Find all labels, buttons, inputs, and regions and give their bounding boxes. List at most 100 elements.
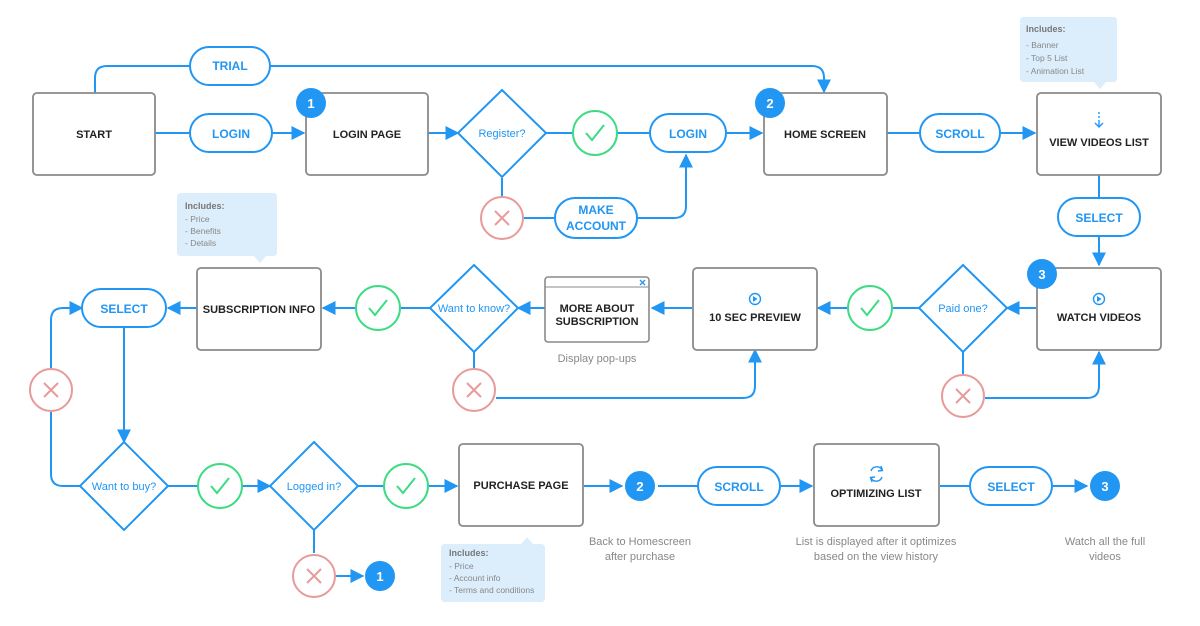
popup-label-line2: SUBSCRIPTION [555, 316, 638, 328]
caption-watch-full-line1: Watch all the full [1065, 536, 1145, 548]
note-item: - Animation List [1026, 66, 1085, 76]
connector-cross-watch [985, 350, 1106, 399]
note-home-includes: Includes: - Banner - Top 5 List - Animat… [1020, 17, 1117, 89]
pill-select-video[interactable]: SELECT [1057, 197, 1141, 237]
note-item: - Banner [1026, 40, 1059, 50]
pill-trial[interactable]: TRIAL [189, 46, 271, 86]
caption-watch-full-line2: videos [1089, 551, 1121, 563]
pill-label: SELECT [987, 480, 1035, 494]
decision-register[interactable]: Register? [456, 88, 548, 179]
box-purchase-page[interactable]: PURCHASE PAGE [458, 443, 584, 527]
step-badge-home-screen: 2 [755, 88, 785, 118]
pill-scroll-purchase[interactable]: SCROLL [697, 466, 781, 506]
step-badge-login-page: 1 [296, 88, 326, 118]
check-icon [383, 463, 429, 509]
play-icon [1092, 292, 1106, 306]
caption-list-display-line1: List is displayed after it optimizes [796, 536, 957, 548]
note-item: - Terms and conditions [449, 585, 534, 595]
box-start[interactable]: START [32, 92, 156, 176]
check-icon [197, 463, 243, 509]
box-label: PURCHASE PAGE [473, 480, 568, 492]
pill-label: SELECT [1075, 211, 1123, 225]
box-label: LOGIN PAGE [333, 129, 401, 141]
box-10-sec-preview[interactable]: 10 SEC PREVIEW [692, 267, 818, 351]
cross-icon [452, 368, 496, 412]
badge-number: 3 [1038, 267, 1045, 282]
step-badge-to-login[interactable]: 1 [365, 561, 395, 591]
pill-label: LOGIN [212, 127, 250, 141]
box-label: WATCH VIDEOS [1057, 312, 1141, 324]
note-item: - Details [185, 238, 216, 248]
connector-start-trial [94, 65, 190, 93]
pill-login[interactable]: LOGIN [189, 113, 273, 153]
connector-cross-preview [496, 348, 762, 399]
check-icon [572, 110, 618, 156]
step-badge-watch-videos: 3 [1027, 259, 1057, 289]
caption-back-home-line2: after purchase [605, 551, 675, 563]
note-item: - Benefits [185, 226, 221, 236]
pill-select-subscription[interactable]: SELECT [81, 288, 167, 328]
connector-wantbuy-cross [50, 412, 80, 487]
note-title: Includes: [185, 201, 225, 211]
box-label: HOME SCREEN [784, 129, 866, 141]
popup-more-about-subscription[interactable]: MORE ABOUT SUBSCRIPTION [544, 276, 650, 343]
connectors [50, 65, 1106, 583]
box-label: SUBSCRIPTION INFO [203, 304, 316, 316]
box-home-screen[interactable]: HOME SCREEN [763, 92, 888, 176]
box-view-videos-list[interactable]: VIEW VIDEOS LIST [1036, 92, 1162, 176]
badge-number: 1 [307, 96, 314, 111]
cross-icon [480, 196, 524, 240]
note-title: Includes: [449, 548, 489, 558]
note-item: - Account info [449, 573, 501, 583]
cross-icon [941, 374, 985, 418]
note-item: - Price [449, 561, 474, 571]
box-label: START [76, 129, 112, 141]
close-icon[interactable] [639, 279, 646, 286]
note-subscription-includes: Includes: - Price - Benefits - Details [177, 193, 277, 263]
pill-label: TRIAL [212, 59, 247, 73]
connector-make-login [637, 153, 693, 219]
box-label: VIEW VIDEOS LIST [1049, 137, 1149, 149]
refresh-icon [869, 465, 884, 483]
box-optimizing-list[interactable]: OPTIMIZING LIST [813, 443, 940, 527]
check-icon [847, 285, 893, 331]
badge-number: 3 [1101, 479, 1108, 494]
pill-select-optimized[interactable]: SELECT [969, 466, 1053, 506]
pill-label: SCROLL [935, 127, 984, 141]
decision-want-to-buy[interactable]: Want to buy? [78, 440, 170, 532]
popup-label-line1: MORE ABOUT [560, 303, 635, 315]
pill-label: SELECT [100, 302, 148, 316]
box-label: OPTIMIZING LIST [830, 488, 921, 500]
decision-want-to-know[interactable]: Want to know? [428, 263, 520, 354]
step-badge-watch-full[interactable]: 3 [1090, 471, 1120, 501]
note-title: Includes: [1026, 24, 1066, 34]
caption-back-home-line1: Back to Homescreen [589, 536, 691, 548]
box-label: 10 SEC PREVIEW [709, 312, 801, 324]
decision-label: Register? [478, 128, 525, 140]
pill-scroll-home[interactable]: SCROLL [919, 113, 1001, 153]
badge-number: 1 [376, 569, 383, 584]
connector-trial-home [270, 65, 831, 94]
badge-number: 2 [636, 479, 643, 494]
pill-make-account[interactable]: MAKE ACCOUNT [554, 197, 638, 239]
decision-label: Paid one? [938, 303, 988, 315]
step-badge-back-home[interactable]: 2 [625, 471, 655, 501]
caption-list-display-line2: based on the view history [814, 551, 939, 563]
box-login-page[interactable]: LOGIN PAGE [305, 92, 429, 176]
cross-icon [292, 554, 336, 598]
decision-paid-one[interactable]: Paid one? [917, 263, 1009, 354]
pill-label-line1: MAKE [578, 203, 613, 217]
box-subscription-info[interactable]: SUBSCRIPTION INFO [196, 267, 322, 351]
pill-label: SCROLL [714, 480, 763, 494]
note-item: - Price [185, 214, 210, 224]
scroll-down-icon [1094, 112, 1104, 128]
caption-popups: Display pop-ups [558, 353, 637, 365]
pill-login-after-register[interactable]: LOGIN [649, 113, 727, 153]
connector-cross-select [50, 301, 84, 368]
check-icon [355, 285, 401, 331]
box-watch-videos[interactable]: WATCH VIDEOS [1036, 267, 1162, 351]
decision-logged-in[interactable]: Logged in? [268, 440, 360, 532]
note-purchase-includes: Includes: - Price - Account info - Terms… [441, 537, 545, 602]
badge-number: 2 [766, 96, 773, 111]
